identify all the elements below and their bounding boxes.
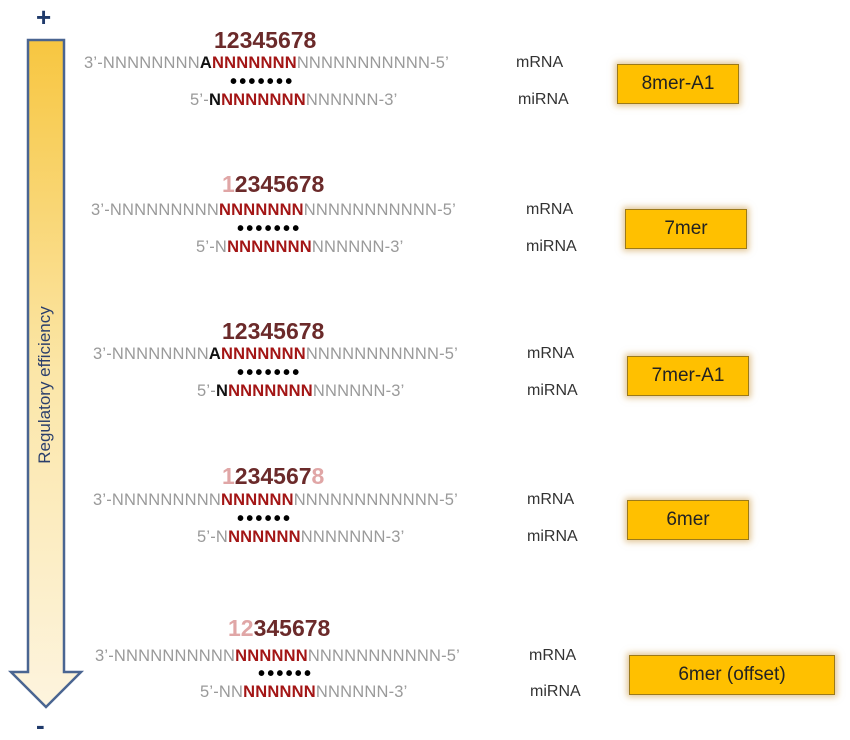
sequence-segment: A [199, 54, 212, 72]
sequence-segment: 345678 [253, 615, 331, 641]
sequence-segment: 2345678 [234, 171, 325, 197]
sequence-segment: 5’-N [197, 528, 229, 546]
sequence-segment: NNNNNN [228, 528, 301, 546]
site-block-8mer-a1: 12345678 3’-NNNNNNNNANNNNNNNNNNNNNNNNNN-… [0, 28, 850, 148]
site-block-6mer: 12345678 3’-NNNNNNNNNNNNNNNNNNNNNNNNNNN-… [0, 464, 850, 584]
sequence-segment: NNNNNNN [227, 238, 312, 256]
mirna-label: miRNA [530, 683, 581, 700]
mirna-sequence: 5’-NNNNNNNNNNNNNN-3’ [197, 527, 405, 547]
sequence-segment: NNNNNNNNNNN-5’ [296, 54, 450, 72]
sequence-segment: NNNNNNN-3’ [300, 528, 405, 546]
site-block-6mer-offset: 12345678 3’-NNNNNNNNNNNNNNNNNNNNNNNNNNN-… [0, 616, 850, 736]
sequence-segment: NNNNNNNNNNNN-5’ [293, 491, 459, 509]
sequence-segment: NNNNNN [220, 491, 294, 509]
sequence-segment: 3’-NNNNNNNNN [93, 491, 221, 509]
site-type-box: 8mer-A1 [617, 64, 739, 104]
sequence-segment: NNNNNNN [212, 54, 297, 72]
mirna-label: miRNA [518, 91, 569, 108]
sequence-segment: NNNNNN-3’ [305, 91, 398, 109]
mirna-sequence: 5’-NNNNNNNNNNNNNN-3’ [200, 682, 408, 702]
pairing-dots: •••••• [237, 508, 293, 530]
seed-positions: 12345678 [214, 28, 316, 52]
sequence-segment: A [208, 345, 221, 363]
mrna-sequence: 3’-NNNNNNNNNNNNNNNNNNNNNNNNNNN-5’ [91, 200, 456, 220]
sequence-segment: 12345678 [222, 318, 325, 344]
axis-minus-sign: - [36, 710, 45, 740]
pairing-dots: ••••••• [237, 362, 302, 384]
sequence-segment: 12 [228, 615, 254, 641]
sequence-segment: NNNNNN-3’ [311, 238, 404, 256]
site-type-box: 6mer (offset) [629, 655, 835, 695]
sequence-segment: NNNNNN-3’ [315, 683, 408, 701]
mirna-sequence: 5’-NNNNNNNNNNNNNN-3’ [197, 381, 405, 401]
site-type-box: 7mer-A1 [627, 356, 749, 396]
sequence-segment: 5’- [190, 91, 209, 109]
sequence-segment: NNNNNNN [221, 345, 306, 363]
sequence-segment: 5’-NN [200, 683, 244, 701]
seed-positions: 12345678 [222, 464, 324, 488]
site-block-7mer-a1: 12345678 3’-NNNNNNNNANNNNNNNNNNNNNNNNNN-… [0, 319, 850, 439]
sequence-segment: N [208, 91, 222, 109]
sequence-segment: NNNNNN-3’ [312, 382, 405, 400]
mrna-sequence: 3’-NNNNNNNNANNNNNNNNNNNNNNNNNN-5’ [93, 344, 458, 364]
mirna-sequence: 5’-NNNNNNNNNNNNNN-3’ [196, 237, 404, 257]
mirna-label: miRNA [526, 238, 577, 255]
sequence-segment: 1 [222, 463, 235, 489]
sequence-segment: 3’-NNNNNNNNNN [95, 647, 236, 665]
sequence-segment: NNNNNNNNNNN-5’ [305, 345, 459, 363]
sequence-segment: 5’-N [196, 238, 228, 256]
site-block-7mer: 12345678 3’-NNNNNNNNNNNNNNNNNNNNNNNNNNN-… [0, 172, 850, 292]
pairing-dots: ••••••• [230, 71, 295, 93]
mrna-label: mRNA [527, 491, 575, 508]
sequence-segment: 1 [222, 171, 235, 197]
sequence-segment: 12345678 [214, 27, 317, 53]
mirna-label: miRNA [527, 382, 578, 399]
sequence-segment: 3’-NNNNNNNNN [91, 201, 219, 219]
pairing-dots: ••••••• [237, 218, 302, 240]
mrna-sequence: 3’-NNNNNNNNANNNNNNNNNNNNNNNNNN-5’ [84, 53, 449, 73]
sequence-segment: 3’-NNNNNNNN [93, 345, 209, 363]
sequence-segment: 3’-NNNNNNNN [84, 54, 200, 72]
sequence-segment: NNNNNNN [218, 201, 304, 219]
sequence-segment: N [215, 382, 229, 400]
axis-plus-sign: + [36, 2, 52, 32]
mrna-label: mRNA [529, 647, 577, 664]
mrna-label: mRNA [527, 345, 575, 362]
regulatory-efficiency-arrow [7, 38, 85, 709]
sequence-segment: NNNNNN [243, 683, 316, 701]
seed-positions: 12345678 [222, 319, 324, 343]
sequence-segment: 5’- [197, 382, 216, 400]
sequence-segment: 234567 [234, 463, 312, 489]
sequence-segment: 8 [311, 463, 325, 489]
mirna-label: miRNA [527, 528, 578, 545]
seed-positions: 12345678 [222, 172, 324, 196]
mirna-sequence: 5’-NNNNNNNNNNNNNN-3’ [190, 90, 398, 110]
mrna-sequence: 3’-NNNNNNNNNNNNNNNNNNNNNNNNNNN-5’ [93, 490, 458, 510]
site-type-box: 7mer [625, 209, 747, 249]
mrna-label: mRNA [516, 54, 564, 71]
sequence-segment: NNNNNNNNNNN-5’ [307, 647, 461, 665]
site-type-box: 6mer [627, 500, 749, 540]
seed-positions: 12345678 [228, 616, 330, 640]
sequence-segment: NNNNNN [235, 647, 308, 665]
mrna-sequence: 3’-NNNNNNNNNNNNNNNNNNNNNNNNNNN-5’ [95, 646, 460, 666]
sequence-segment: NNNNNNN [228, 382, 313, 400]
pairing-dots: •••••• [258, 663, 314, 685]
sequence-segment: NNNNNNN [221, 91, 306, 109]
sequence-segment: NNNNNNNNNNN-5’ [303, 201, 457, 219]
mrna-label: mRNA [526, 201, 574, 218]
